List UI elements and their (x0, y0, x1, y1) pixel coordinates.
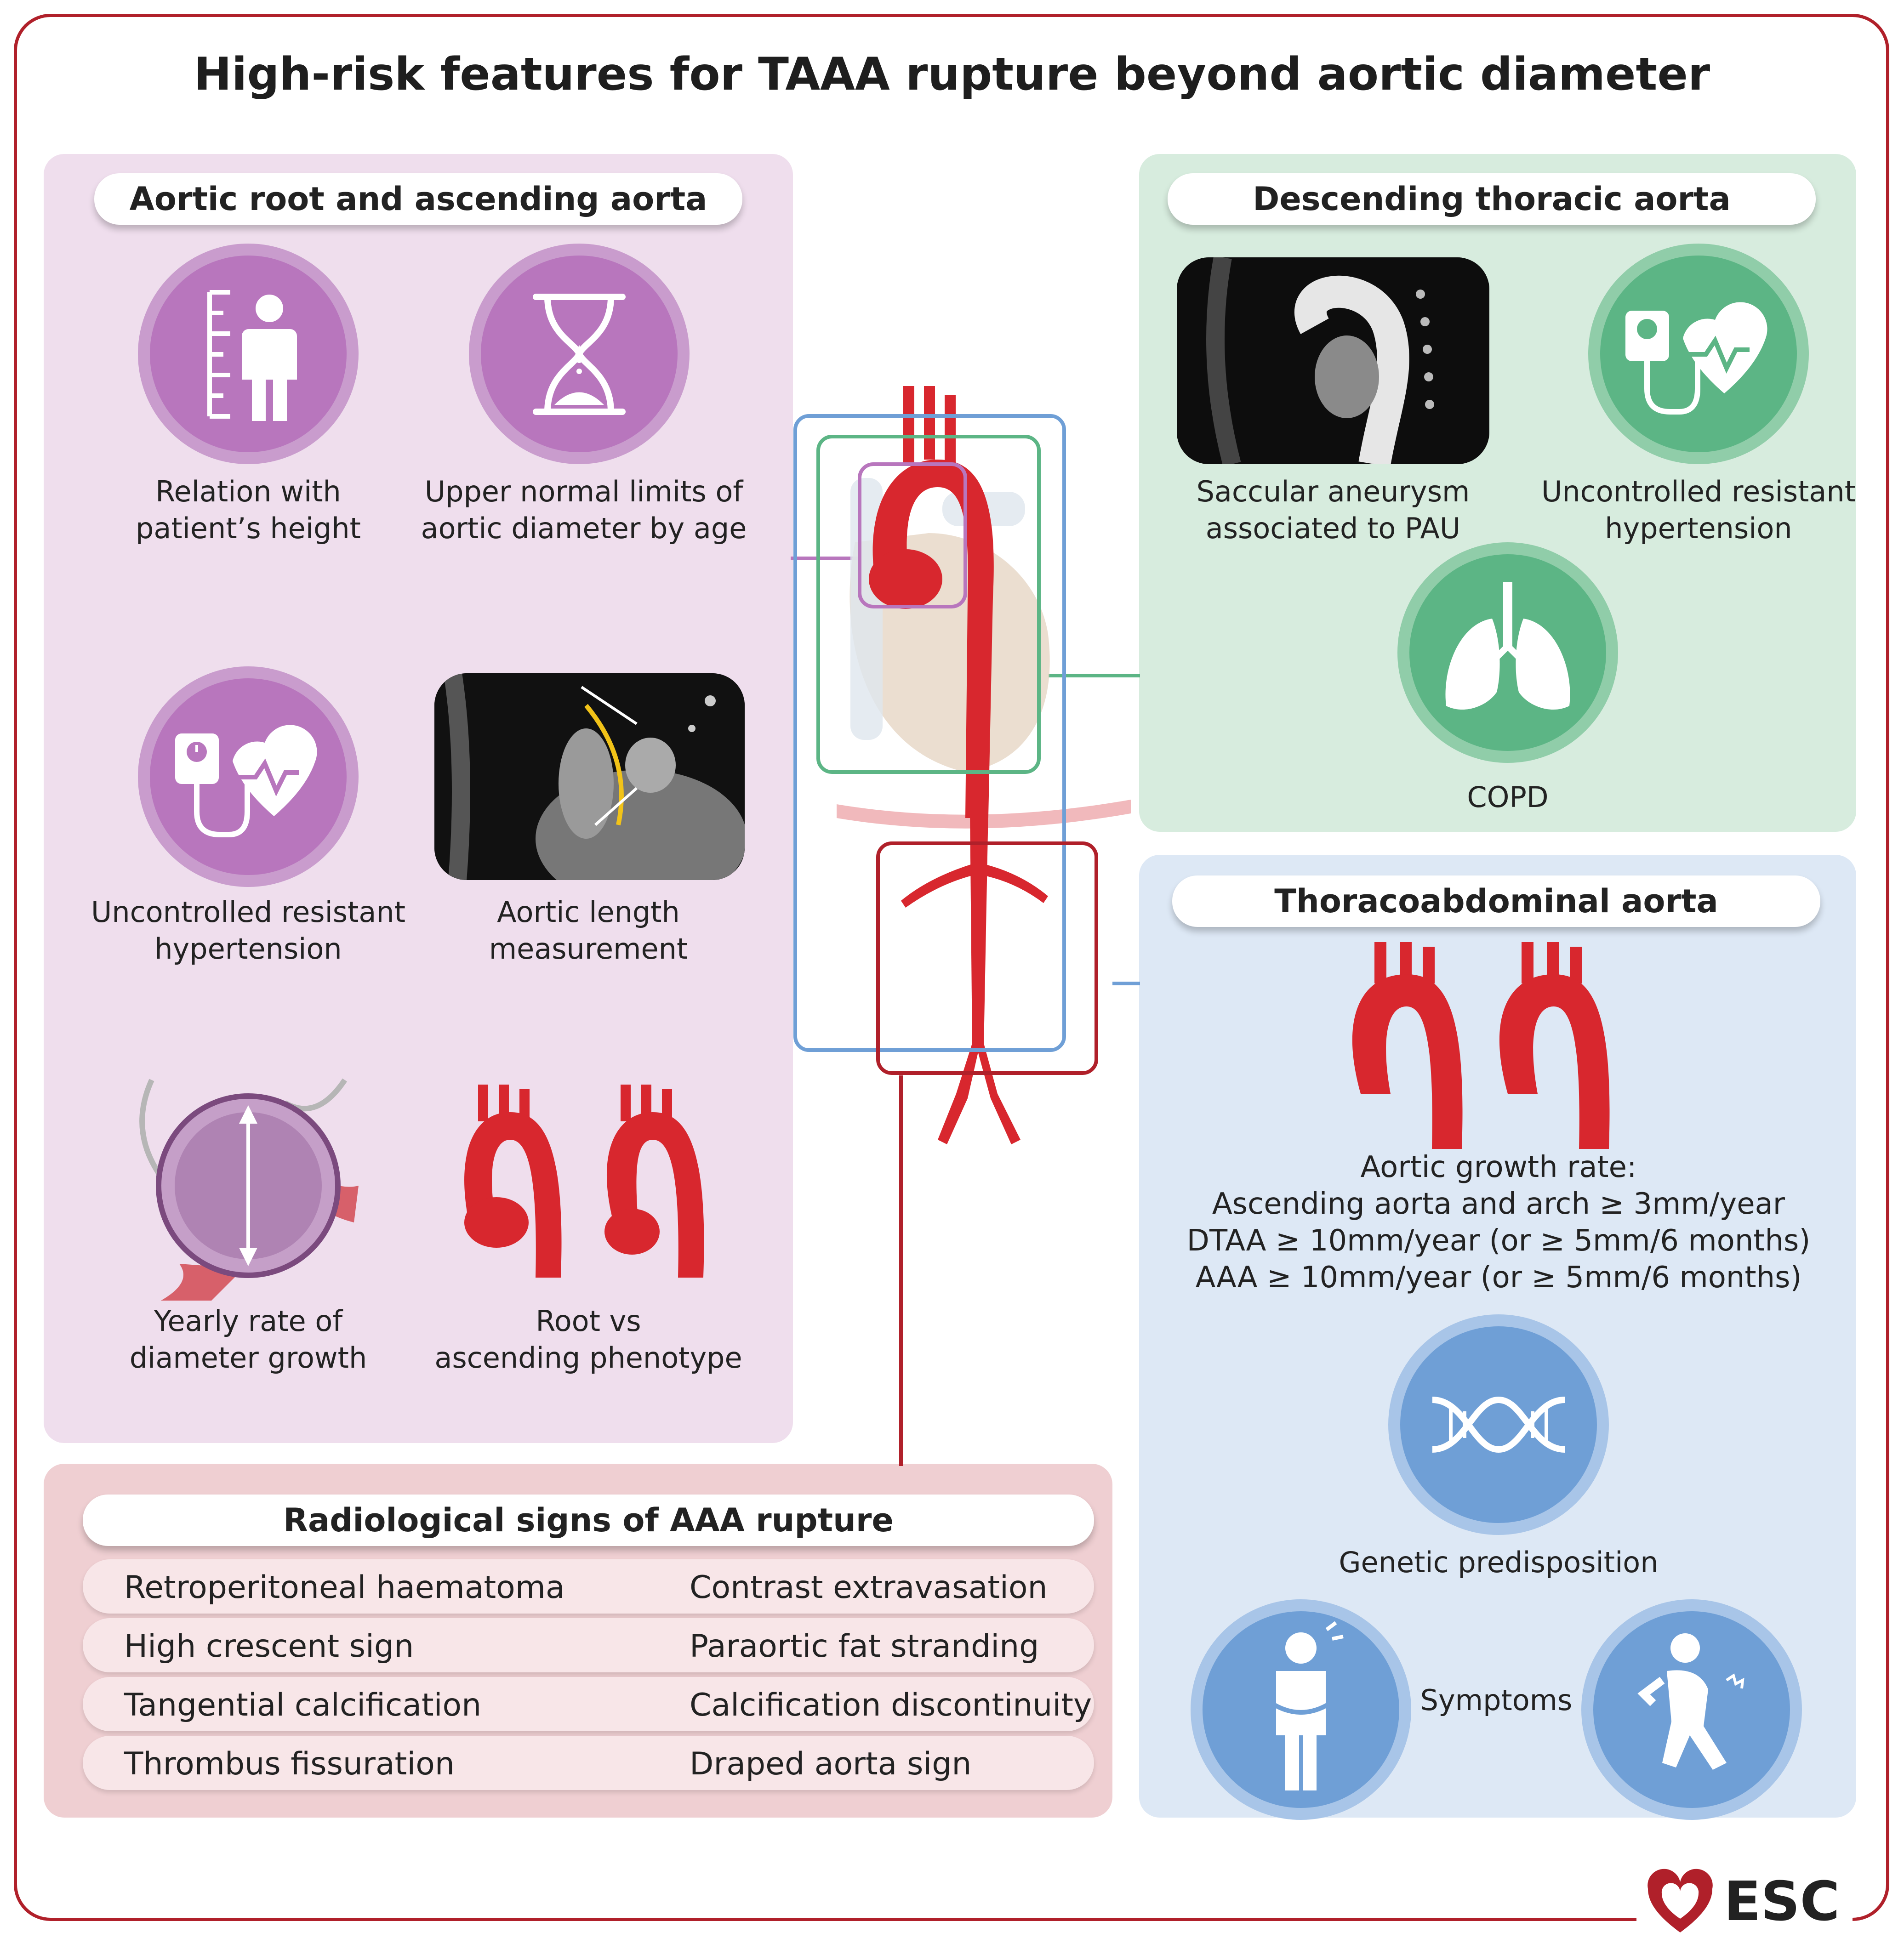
height-ruler-person-icon (138, 244, 359, 464)
radiology-row-4: Thrombus fissuration Draped aorta sign (83, 1736, 1094, 1790)
heart-logo-icon (1647, 1869, 1713, 1932)
caption-copd: COPD (1467, 780, 1549, 814)
esc-logo: ESC (1636, 1861, 1853, 1949)
sign-tangential-calcification: Tangential calcification (124, 1687, 482, 1723)
blood-pressure-heart-icon (138, 666, 359, 887)
caption-aortic-length: Aortic length measurement (489, 895, 688, 966)
caption-hypertension-descending: Uncontrolled resistant hypertension (1541, 475, 1856, 545)
radiology-row-2: High crescent sign Paraortic fat strandi… (83, 1618, 1094, 1672)
caption-relation-height: Relation with patient’s height (136, 475, 361, 545)
sign-draped-aorta: Draped aorta sign (690, 1746, 972, 1782)
sign-retroperitoneal-haematoma: Retroperitoneal haematoma (124, 1569, 565, 1606)
sign-paraortic-fat-stranding: Paraortic fat stranding (690, 1628, 1039, 1665)
ct-saccular-aneurysm-image (1177, 257, 1489, 464)
figure-frame (14, 14, 1889, 1921)
sign-contrast-extravasation: Contrast extravasation (690, 1569, 1048, 1606)
ct-aortic-length-image (434, 673, 745, 880)
lungs-icon (1397, 542, 1618, 763)
radiology-row-1: Retroperitoneal haematoma Contrast extra… (83, 1559, 1094, 1614)
sign-thrombus-fissuration: Thrombus fissuration (124, 1746, 455, 1782)
abdominal-pain-person-icon (1191, 1599, 1411, 1820)
blood-pressure-heart-icon-descending (1588, 244, 1809, 464)
caption-root-vs-ascending: Root vs ascending phenotype (434, 1304, 742, 1375)
caption-yearly-growth: Yearly rate of diameter growth (129, 1304, 367, 1375)
aortic-phenotype-icon (455, 1085, 731, 1278)
back-pain-person-icon (1581, 1599, 1802, 1820)
sign-calcification-discontinuity: Calcification discontinuity (690, 1687, 1092, 1723)
descending-panel-heading: Descending thoracic aorta (1168, 173, 1816, 225)
hourglass-icon (469, 244, 690, 464)
aorta-illustration (791, 358, 1158, 1484)
caption-symptoms: Symptoms (1420, 1683, 1573, 1717)
caption-saccular-aneurysm: Saccular aneurysm associated to PAU (1196, 475, 1470, 545)
caption-genetic: Genetic predisposition (1339, 1546, 1659, 1579)
page-title: High-risk features for TAAA rupture beyo… (194, 48, 1710, 101)
caption-hypertension-root: Uncontrolled resistant hypertension (91, 895, 406, 966)
thoracoabdominal-panel-heading: Thoracoabdominal aorta (1172, 875, 1820, 927)
aortic-growth-icon (1342, 942, 1627, 1149)
radiology-row-3: Tangential calcification Calcification d… (83, 1677, 1094, 1731)
caption-upper-limits: Upper normal limits of aortic diameter b… (421, 475, 747, 545)
sign-high-crescent: High crescent sign (124, 1628, 414, 1665)
dna-icon (1388, 1314, 1609, 1535)
esc-logo-text: ESC (1724, 1870, 1840, 1933)
aneurysm-diameter-icon (124, 1071, 363, 1301)
root-panel-heading: Aortic root and ascending aorta (94, 173, 742, 225)
radiology-panel-heading: Radiological signs of AAA rupture (83, 1495, 1094, 1546)
growth-rate-text: Aortic growth rate: Ascending aorta and … (1186, 1150, 1811, 1295)
